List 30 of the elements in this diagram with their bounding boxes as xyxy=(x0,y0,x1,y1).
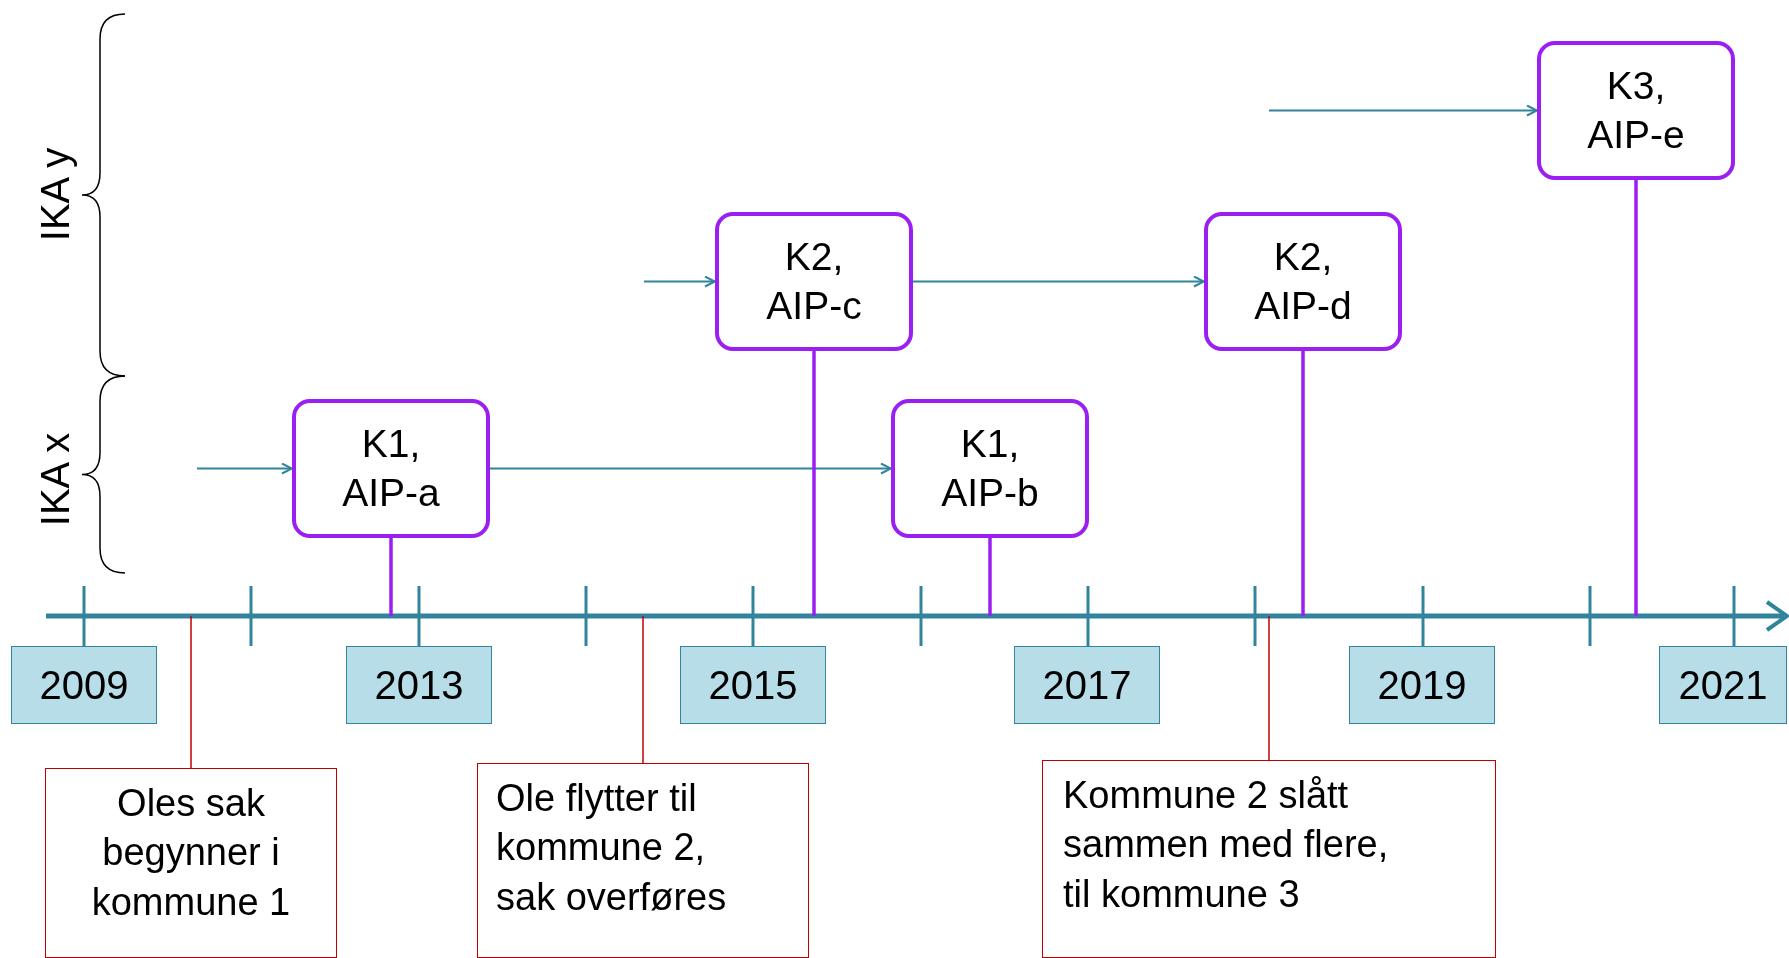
row-label: IKA y xyxy=(32,147,78,241)
note-box: Kommune 2 slått sammen med flere, til kommune 3 xyxy=(1042,760,1496,958)
leader-line xyxy=(389,538,393,616)
leader-line xyxy=(1634,180,1638,616)
arrow xyxy=(489,462,892,475)
leader-line xyxy=(988,538,992,616)
leader-line xyxy=(1301,351,1305,616)
leader-line xyxy=(190,615,192,769)
archive-box: K1, AIP-b xyxy=(891,399,1089,538)
row-label: IKA x xyxy=(32,432,78,526)
note-box: Ole flytter til kommune 2, sak overføres xyxy=(477,763,809,958)
arrow xyxy=(1268,104,1538,117)
year-label: 2019 xyxy=(1349,646,1495,724)
archive-box: K1, AIP-a xyxy=(292,399,490,538)
year-label: 2017 xyxy=(1014,646,1160,724)
leader-line xyxy=(642,615,644,764)
archive-box: K2, AIP-c xyxy=(715,212,913,351)
leader-line xyxy=(812,351,816,616)
year-label: 2015 xyxy=(680,646,826,724)
year-label: 2013 xyxy=(346,646,492,724)
note-box: Oles sak begynner i kommune 1 xyxy=(45,768,337,958)
timeline-axis xyxy=(46,586,1789,646)
archive-box: K3, AIP-e xyxy=(1537,41,1735,180)
year-label: 2009 xyxy=(11,646,157,724)
leader-line xyxy=(1268,615,1270,761)
arrow xyxy=(196,462,293,475)
archive-box: K2, AIP-d xyxy=(1204,212,1402,351)
year-label: 2021 xyxy=(1659,646,1787,724)
arrow xyxy=(643,275,716,288)
arrow xyxy=(912,275,1205,288)
